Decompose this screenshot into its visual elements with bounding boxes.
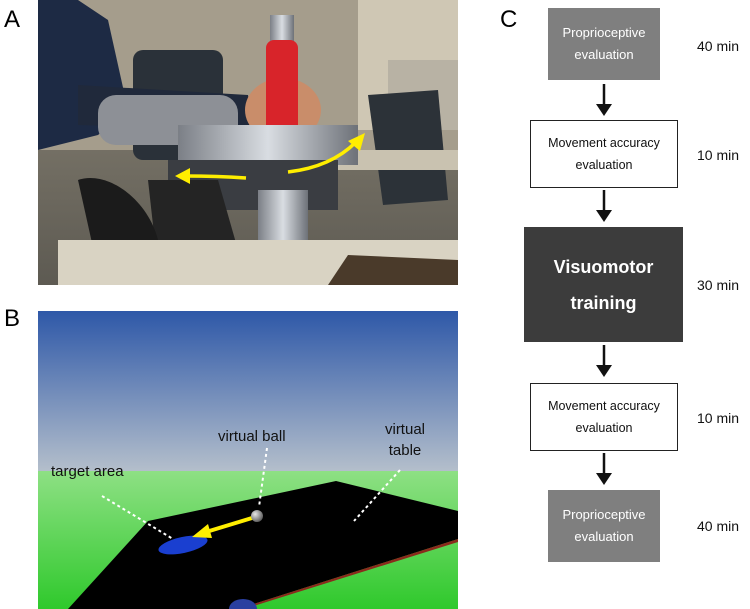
virtual-ball-label: virtual ball <box>218 428 286 445</box>
virtual-table-label: virtual table <box>375 419 435 461</box>
flow-step-proprioceptive-post: Proprioceptive evaluation <box>548 490 660 562</box>
flow-step-line1: Visuomotor <box>553 256 654 277</box>
arrow-left-icon <box>192 524 212 538</box>
virtual-scene: virtual ball virtual table target area <box>38 311 458 609</box>
flow-step-duration: 40 min <box>697 38 740 54</box>
virtual-table-label-line1: virtual <box>384 421 425 438</box>
virtual-table-label-line2: table <box>388 442 422 459</box>
flow-step-line2: evaluation <box>575 158 633 172</box>
flow-step-proprioceptive-pre: Proprioceptive evaluation <box>548 8 660 80</box>
panel-letter-c: C <box>500 6 518 33</box>
flow-step-duration: 40 min <box>697 518 740 534</box>
flow-step-duration: 10 min <box>697 147 740 163</box>
flow-step-movement-accuracy-pre: Movement accuracy evaluation <box>530 120 678 188</box>
flow-step-duration: 30 min <box>697 277 740 293</box>
target-area-label: target area <box>51 463 124 480</box>
robot-photo <box>38 0 458 285</box>
curved-arrow-icon <box>175 133 365 184</box>
flow-step-line1: Movement accuracy <box>548 136 660 150</box>
virtual-scene-render <box>38 311 458 609</box>
flow-step-visuomotor-training: Visuomotor training <box>524 227 683 342</box>
flow-step-line2: evaluation <box>574 47 634 62</box>
panel-letter-b: B <box>4 305 21 332</box>
flow-step-line1: Proprioceptive <box>562 25 646 40</box>
robot-photo-illustration <box>38 0 458 285</box>
virtual-ball <box>251 510 263 522</box>
down-arrow-icon <box>596 453 612 485</box>
flow-step-line2: evaluation <box>574 529 634 544</box>
flow-step-line1: Proprioceptive <box>562 507 646 522</box>
down-arrow-icon <box>596 190 612 222</box>
flow-step-line2: training <box>570 292 637 313</box>
panel-letter-a: A <box>4 6 21 33</box>
flow-step-duration: 10 min <box>697 410 740 426</box>
down-arrow-icon <box>596 345 612 377</box>
down-arrow-icon <box>596 84 612 116</box>
flow-step-line1: Movement accuracy <box>548 399 660 413</box>
flow-step-line2: evaluation <box>575 421 633 435</box>
flow-step-movement-accuracy-post: Movement accuracy evaluation <box>530 383 678 451</box>
